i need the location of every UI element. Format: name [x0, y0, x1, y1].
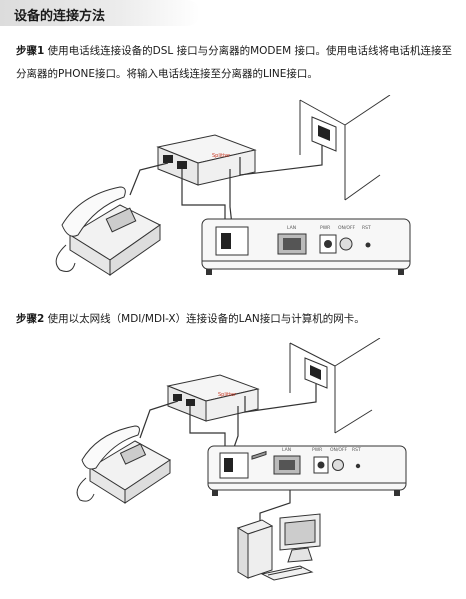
step2-illustration: Splitter LAN PWR ON/OFF RST: [76, 338, 407, 581]
modem-device-icon: LAN PWR ON/OFF RST: [201, 218, 411, 275]
cables-1: [129, 145, 323, 226]
step2-label: 步骤2: [16, 313, 45, 325]
section-title: 设备的连接方法: [14, 9, 106, 24]
telephone-icon-2: [76, 425, 171, 504]
lan-port-label-2: LAN: [282, 447, 291, 453]
onoff-port-label: ON/OFF: [338, 225, 356, 231]
step1-paragraph: 步骤1 使用电话线连接设备的DSL 接口与分离器的MODEM 接口。使用电话线将…: [16, 40, 456, 86]
splitter-icon: Splitter: [156, 134, 257, 186]
pwr-port-label-2: PWR: [312, 447, 322, 453]
wall-socket-icon: [311, 116, 337, 152]
svg-text:Splitter: Splitter: [218, 392, 237, 398]
pwr-port-label: PWR: [320, 225, 330, 231]
wall-socket-icon-2: [304, 357, 328, 389]
step2-text: 使用以太网线（MDI/MDI-X）连接设备的LAN接口与计算机的网卡。: [44, 313, 365, 325]
svg-text:Splitter: Splitter: [212, 153, 231, 159]
rst-port-label: RST: [362, 225, 371, 231]
section-header-bar: 设备的连接方法: [0, 0, 200, 26]
lan-port-label: LAN: [287, 225, 296, 231]
wall-1: [299, 95, 391, 201]
rst-port-label-2: RST: [352, 447, 361, 453]
onoff-port-label-2: ON/OFF: [330, 447, 348, 453]
step1-text: 使用电话线连接设备的DSL 接口与分离器的MODEM 接口。使用电话线将电话机连…: [16, 45, 453, 80]
wall-2: [289, 338, 381, 434]
modem-device-icon-2: LAN PWR ON/OFF RST: [207, 445, 407, 496]
telephone-icon: [55, 186, 161, 276]
step2-paragraph: 步骤2 使用以太网线（MDI/MDI-X）连接设备的LAN接口与计算机的网卡。: [16, 308, 456, 331]
computer-icon: [236, 450, 321, 581]
step1-illustration: Splitter LAN PWR ON/OFF RST: [55, 95, 411, 276]
step1-label: 步骤1: [16, 45, 45, 57]
